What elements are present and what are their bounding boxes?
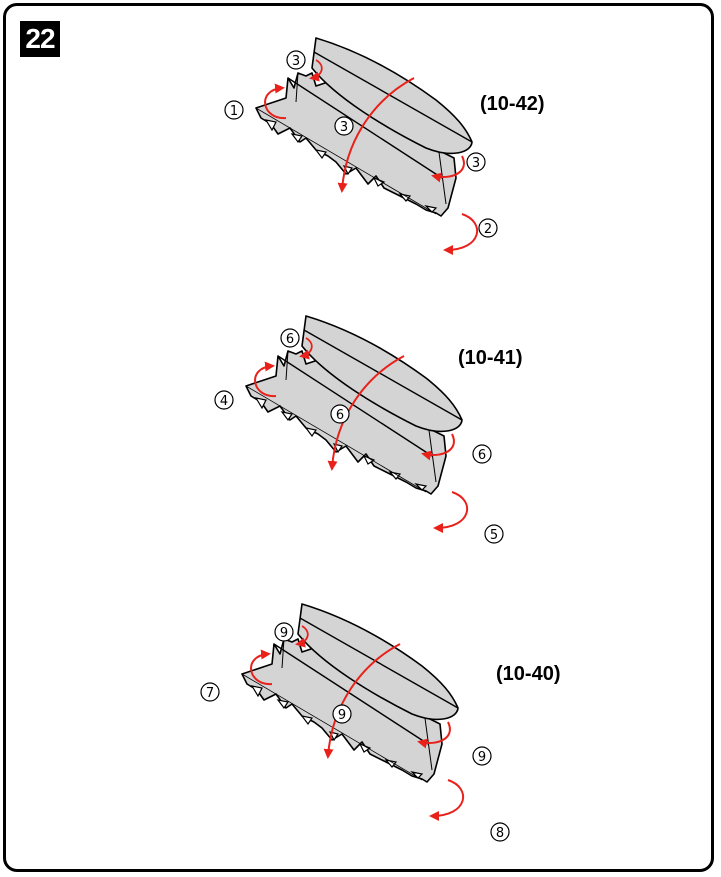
svg-text:9: 9 bbox=[338, 708, 346, 723]
diagram-panel-3: 7 9 9 9 8 (10-40) bbox=[200, 604, 560, 842]
svg-text:1: 1 bbox=[230, 104, 238, 119]
step-marker-right-mid: 6 bbox=[472, 444, 492, 464]
step-marker-right-low: 5 bbox=[484, 524, 504, 544]
svg-text:3: 3 bbox=[292, 54, 300, 69]
diagram-panel-2: 4 6 6 6 5 (10-41) bbox=[214, 316, 522, 544]
svg-text:6: 6 bbox=[286, 332, 294, 347]
step-marker-top-small: 9 bbox=[274, 622, 294, 642]
svg-text:8: 8 bbox=[496, 826, 504, 841]
svg-text:9: 9 bbox=[280, 626, 288, 641]
step-marker-right-mid: 9 bbox=[472, 746, 492, 766]
svg-text:9: 9 bbox=[478, 750, 486, 765]
svg-text:6: 6 bbox=[478, 448, 486, 463]
page-frame bbox=[3, 3, 714, 872]
step-marker-right-mid: 3 bbox=[466, 152, 486, 172]
model-code-label: (10-42) bbox=[480, 93, 544, 115]
step-marker-center: 9 bbox=[332, 704, 352, 724]
svg-text:5: 5 bbox=[490, 528, 498, 543]
step-marker-top-small: 6 bbox=[280, 328, 300, 348]
svg-text:4: 4 bbox=[220, 394, 228, 409]
svg-text:2: 2 bbox=[484, 222, 492, 237]
step-marker-top-small: 3 bbox=[286, 50, 306, 70]
model-code-label: (10-40) bbox=[496, 663, 560, 685]
step-marker-left: 7 bbox=[200, 682, 220, 702]
svg-text:3: 3 bbox=[472, 156, 480, 171]
step-marker-center: 6 bbox=[330, 404, 350, 424]
step-marker-left: 4 bbox=[214, 390, 234, 410]
svg-text:3: 3 bbox=[340, 120, 348, 135]
model-code-label: (10-41) bbox=[458, 347, 522, 369]
step-marker-right-low: 2 bbox=[478, 218, 498, 238]
svg-text:7: 7 bbox=[206, 686, 214, 701]
diagram-panel-1: 1 3 3 3 2 (10-42) bbox=[224, 38, 544, 250]
step-marker-center: 3 bbox=[334, 116, 354, 136]
step-number-badge: 22 bbox=[20, 21, 60, 57]
svg-text:6: 6 bbox=[336, 408, 344, 423]
step-marker-left: 1 bbox=[224, 100, 244, 120]
step-marker-right-low: 8 bbox=[490, 822, 510, 842]
